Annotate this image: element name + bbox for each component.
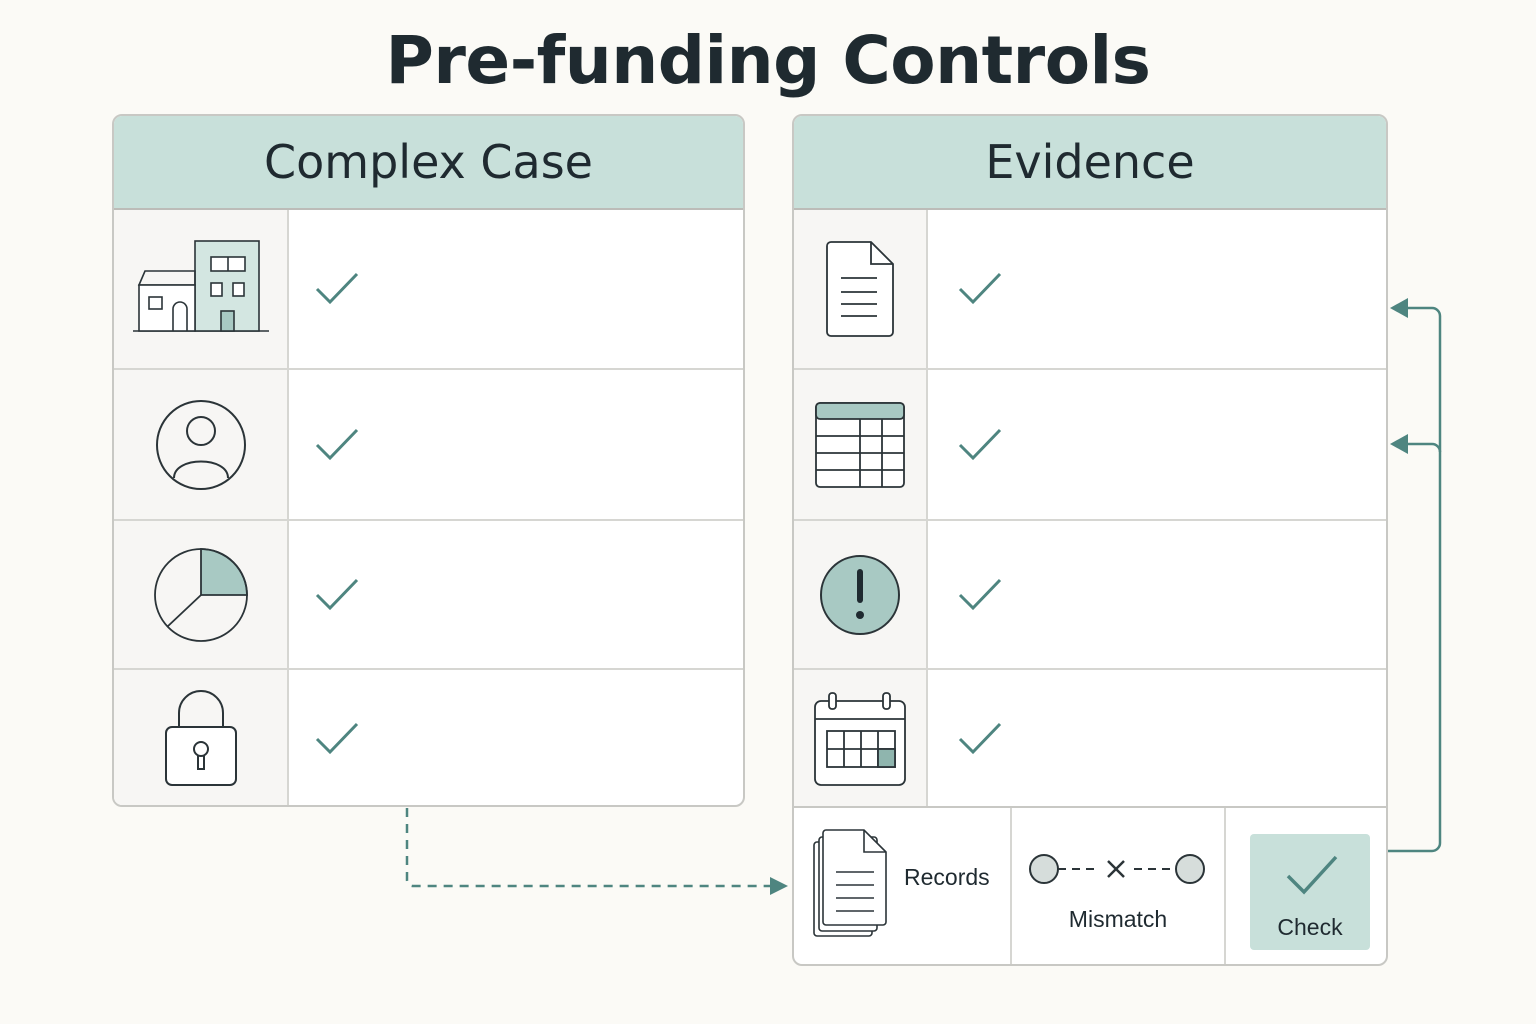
check-icon bbox=[1286, 855, 1338, 895]
evidence-row-calendar bbox=[794, 670, 1386, 807]
records-icon bbox=[813, 829, 887, 937]
row-icon-cell bbox=[794, 521, 928, 668]
check-label: Check bbox=[1277, 914, 1343, 940]
check-icon bbox=[958, 578, 1002, 610]
page-title: Pre-funding Controls bbox=[385, 22, 1151, 99]
table-icon bbox=[815, 401, 905, 488]
row-icon-cell bbox=[114, 210, 289, 368]
evidence-row-document bbox=[794, 210, 1386, 370]
mismatch-label: Mismatch bbox=[1068, 906, 1168, 932]
check-button[interactable]: Check bbox=[1250, 834, 1370, 950]
evidence-row-table bbox=[794, 370, 1386, 521]
complex-case-panel: Complex Case bbox=[112, 114, 745, 807]
check-icon bbox=[958, 428, 1002, 460]
mismatch-connector-icon bbox=[1029, 854, 1205, 884]
evidence-panel: Evidence bbox=[792, 114, 1388, 966]
lock-icon bbox=[164, 689, 237, 786]
row-icon-cell bbox=[114, 670, 289, 805]
complex-case-row-property bbox=[114, 210, 743, 370]
alert-icon bbox=[820, 554, 900, 635]
complex-case-header: Complex Case bbox=[114, 116, 743, 210]
dashed-flow-arrow bbox=[405, 808, 788, 895]
row-icon-cell bbox=[794, 670, 928, 807]
check-icon bbox=[315, 578, 359, 610]
complex-case-row-identity bbox=[114, 370, 743, 521]
evidence-header: Evidence bbox=[794, 116, 1386, 210]
records-label: Records bbox=[904, 864, 990, 890]
document-icon bbox=[826, 241, 894, 337]
evidence-row-alert bbox=[794, 521, 1386, 670]
records-cell: Records bbox=[794, 808, 1012, 964]
check-icon bbox=[958, 272, 1002, 305]
check-icon bbox=[958, 722, 1002, 754]
feedback-arrow bbox=[1388, 298, 1442, 853]
row-icon-cell bbox=[794, 210, 928, 368]
complex-case-row-allocation bbox=[114, 521, 743, 670]
check-icon bbox=[315, 428, 359, 460]
building-icon bbox=[132, 240, 269, 332]
check-cell: Check bbox=[1226, 808, 1386, 964]
row-icon-cell bbox=[114, 370, 289, 519]
calendar-icon bbox=[814, 691, 906, 786]
mismatch-cell: Mismatch bbox=[1012, 808, 1226, 964]
check-icon bbox=[315, 272, 359, 305]
row-icon-cell bbox=[794, 370, 928, 519]
user-icon bbox=[155, 399, 246, 490]
check-icon bbox=[315, 722, 359, 754]
row-icon-cell bbox=[114, 521, 289, 668]
pie-chart-icon bbox=[153, 547, 248, 642]
complex-case-row-security bbox=[114, 670, 743, 805]
verification-footer: Records Mismatch Check bbox=[794, 806, 1386, 964]
